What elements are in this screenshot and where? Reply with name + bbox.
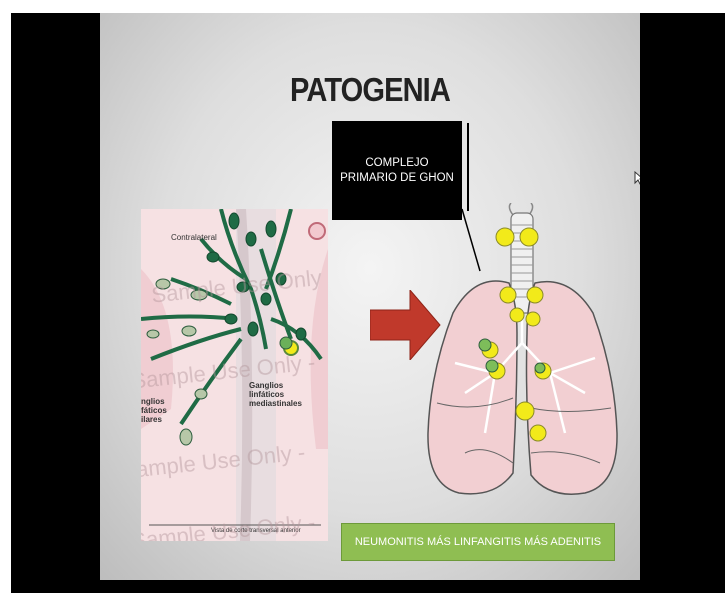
label-ganglios-hilares-2: fáticos <box>141 406 167 415</box>
label-ganglios-hilares-1: nglios <box>141 397 167 406</box>
lymphatic-anatomy-illustration: Contralateral nglios fáticos ilares Gang… <box>141 209 328 541</box>
label-ganglios-hilares: nglios fáticos ilares <box>141 397 167 424</box>
label-ganglios-mediastinales: Ganglios linfáticos mediastinales <box>249 381 302 408</box>
label-ganglios-hilares-3: ilares <box>141 415 167 424</box>
letterbox-left <box>11 13 100 593</box>
lungs-illustration <box>425 203 625 503</box>
presentation-slide: PATOGENIA COMPLEJO PRIMARIO DE GHON <box>100 13 640 580</box>
mouse-pointer-icon <box>634 171 640 188</box>
letterbox-bottom <box>11 580 725 593</box>
label-ganglios-med-1: Ganglios <box>249 381 302 390</box>
neumonitis-banner: NEUMONITIS MÁS LINFANGITIS MÁS ADENITIS <box>341 523 615 561</box>
label-ganglios-med-3: mediastinales <box>249 399 302 408</box>
label-contralateral: Contralateral <box>171 233 217 242</box>
letterbox-right <box>640 13 725 593</box>
label-ganglios-med-2: linfáticos <box>249 390 302 399</box>
